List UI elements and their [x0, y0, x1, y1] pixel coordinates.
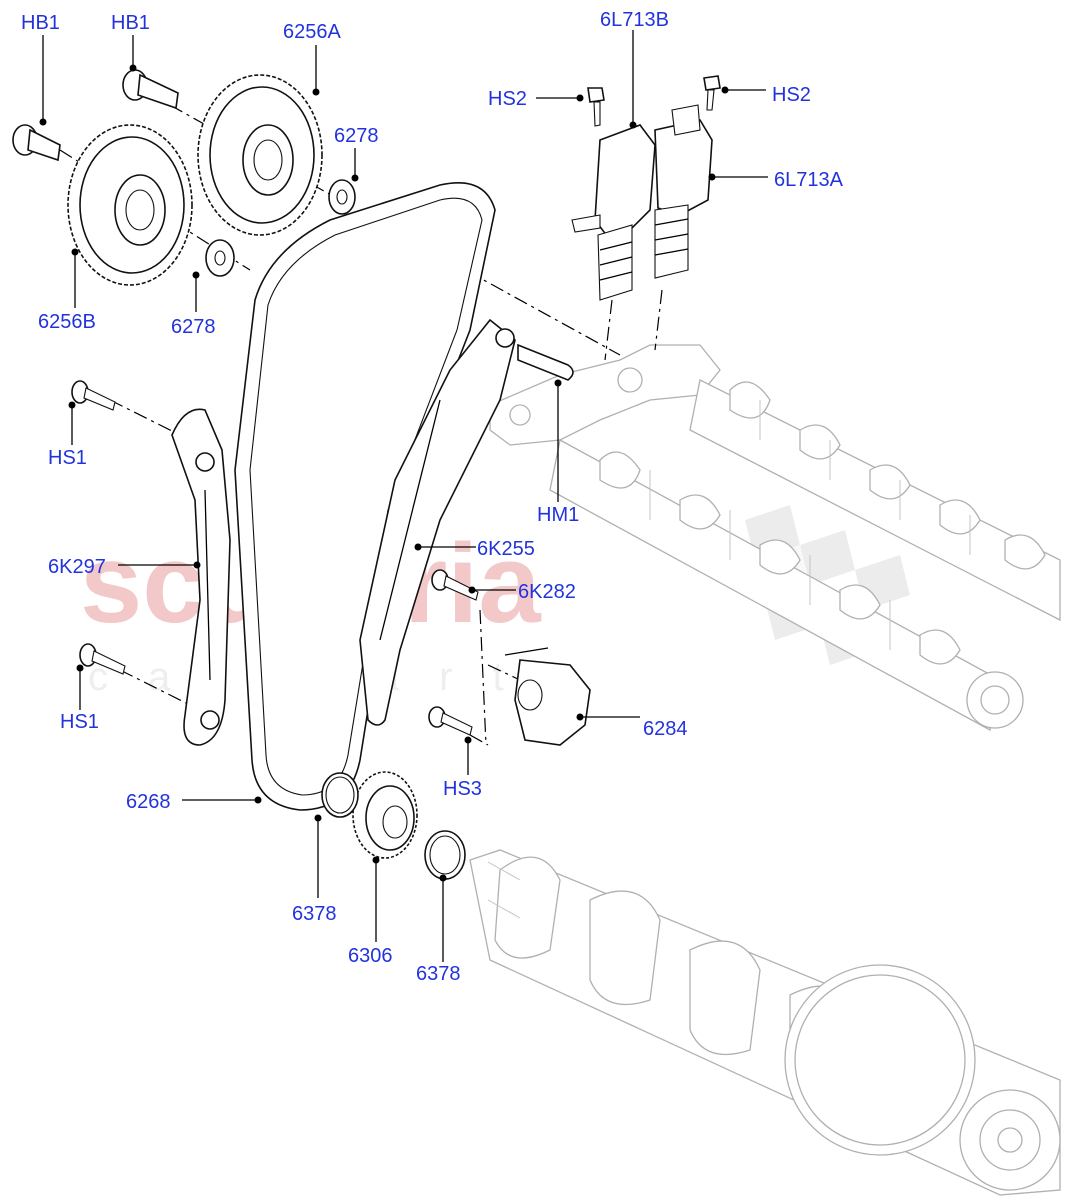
label-6278-top[interactable]: 6278	[334, 125, 379, 147]
label-6k282[interactable]: 6K282	[518, 581, 576, 603]
washer-6278-top	[328, 179, 356, 215]
crank-sprocket	[352, 771, 418, 859]
label-hs2-left[interactable]: HS2	[488, 88, 527, 110]
callouts: HB1 HB1 6256A 6278 6256B 6278 6L713B HS2…	[21, 9, 844, 985]
label-hb1-left[interactable]: HB1	[21, 12, 60, 34]
timing-chain	[234, 181, 496, 811]
label-6256b[interactable]: 6256B	[38, 311, 96, 333]
tensioner-arm	[359, 318, 516, 726]
camshaft-assembly	[489, 344, 1061, 731]
label-6306[interactable]: 6306	[348, 945, 393, 967]
solenoid-6l713a	[654, 104, 713, 279]
chain-guide-left	[171, 408, 231, 746]
vvt-sprocket-6256a	[197, 74, 323, 236]
intake-camshaft	[689, 379, 1061, 622]
label-6l713b[interactable]: 6L713B	[600, 9, 669, 31]
crankshaft	[469, 849, 1061, 1196]
label-6256a[interactable]: 6256A	[283, 21, 341, 43]
leader-lines	[39, 30, 768, 962]
washer-6378-left	[321, 772, 359, 818]
label-6k297[interactable]: 6K297	[48, 556, 106, 578]
bolt-hs3	[428, 706, 473, 736]
label-6k255[interactable]: 6K255	[477, 538, 535, 560]
bolt-hb1-left	[12, 124, 61, 162]
label-hb1-right[interactable]: HB1	[111, 12, 150, 34]
solenoid-6l713b	[571, 124, 656, 301]
bolt-6k282	[431, 569, 479, 601]
vvt-sprocket-6256b	[67, 124, 193, 286]
label-6284[interactable]: 6284	[643, 718, 688, 740]
label-6378-left[interactable]: 6378	[292, 903, 337, 925]
chain-tensioner	[504, 647, 591, 746]
washer-6278-bottom	[205, 239, 235, 277]
bolt-hb1-right	[122, 69, 179, 110]
label-6378-right[interactable]: 6378	[416, 963, 461, 985]
exhaust-camshaft	[549, 439, 1024, 731]
label-6l713a[interactable]: 6L713A	[774, 169, 844, 191]
label-6278-bottom[interactable]: 6278	[171, 316, 216, 338]
bolt-hs2-left	[587, 87, 605, 127]
label-hs1-top[interactable]: HS1	[48, 447, 87, 469]
washer-6378-right	[424, 830, 466, 880]
label-hm1[interactable]: HM1	[537, 504, 579, 526]
bolt-hs1-top	[71, 380, 116, 411]
bolt-hs2-right	[703, 75, 721, 111]
label-hs3[interactable]: HS3	[443, 778, 482, 800]
dowel-pin	[517, 343, 574, 381]
bolt-hs1-bottom	[79, 643, 126, 675]
label-hs2-right[interactable]: HS2	[772, 84, 811, 106]
label-6268[interactable]: 6268	[126, 791, 171, 813]
label-hs1-bottom[interactable]: HS1	[60, 711, 99, 733]
